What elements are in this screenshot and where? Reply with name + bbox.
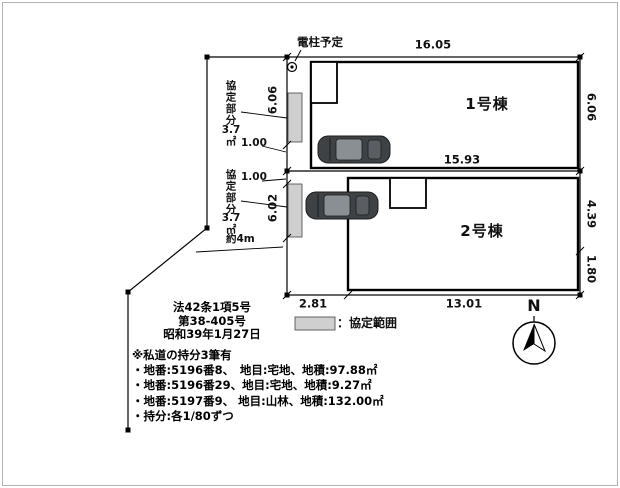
notes-line-2: ・地番:5196番8、 地目:宅地、地積:97.88㎡ (132, 363, 378, 378)
buildings (309, 60, 580, 292)
dim-bottom-right: 13.01 (445, 296, 483, 311)
notes-line-3: ・地番:5196番29、地目:宅地、地積:9.27㎡ (132, 378, 372, 393)
dim-right-upper: 6.06 (584, 92, 599, 122)
legal-line-3: 昭和39年1月27日 (163, 327, 261, 341)
car-1-icon (317, 135, 391, 164)
leader-lines (195, 111, 288, 253)
car-2-icon (305, 191, 379, 220)
notes-line-5: ・持分:各1/80ずつ (132, 408, 234, 423)
building-2-label: 2号棟 (460, 221, 504, 240)
agreement-top-label: 協定部分 (224, 80, 237, 126)
agreement-strips (287, 92, 303, 238)
agreement-strip-bottom (287, 183, 303, 238)
building-2-outline (346, 176, 580, 292)
building-1-entry (310, 61, 338, 104)
legal-text-block: 法42条1項5号 第38-405号 昭和39年1月27日 (148, 300, 276, 342)
notes-block: ※私道の持分3筆有 ・地番:5196番8、 地目:宅地、地積:97.88㎡ ・地… (132, 348, 384, 424)
compass-icon (512, 316, 556, 365)
dim-gap-lower: 1.00 (241, 171, 267, 183)
legend-swatch (294, 316, 336, 331)
lot-boundary-lines (127, 56, 581, 430)
dim-right-lower: 1.80 (584, 254, 599, 284)
agreement-top-area: 3.7㎡ (221, 124, 241, 149)
agreement-bottom-area: 3.7㎡ (221, 212, 241, 237)
notes-line-4: ・地番:5197番9、 地目:山林、地積:132.00㎡ (132, 393, 384, 408)
dim-top: 16.05 (414, 37, 452, 52)
agreement-bottom-label: 協定部分 (224, 169, 237, 215)
dimension-ticks (282, 52, 585, 300)
utility-pole-icon (286, 49, 302, 73)
dim-left-upper: 6.06 (265, 85, 280, 115)
legal-line-1: 法42条1項5号 (172, 300, 251, 314)
north-label: N (527, 296, 541, 316)
building-2-entry (389, 177, 427, 209)
dim-middle: 15.93 (443, 152, 481, 167)
legal-line-2: 第38-405号 (178, 313, 246, 328)
agreement-strip-top (287, 92, 303, 143)
dim-gap-upper: 1.00 (241, 137, 267, 149)
building-1-label: 1号棟 (465, 94, 509, 113)
road-width-label: 約4m (226, 233, 255, 245)
legend-label: ：協定範囲 (337, 316, 398, 330)
dim-bottom-left: 2.81 (298, 296, 328, 311)
dim-left-lower: 6.02 (265, 193, 280, 223)
notes-line-1: ※私道の持分3筆有 (132, 348, 232, 362)
dim-right-middle: 4.39 (584, 199, 599, 229)
utility-pole-label: 電柱予定 (297, 35, 343, 49)
